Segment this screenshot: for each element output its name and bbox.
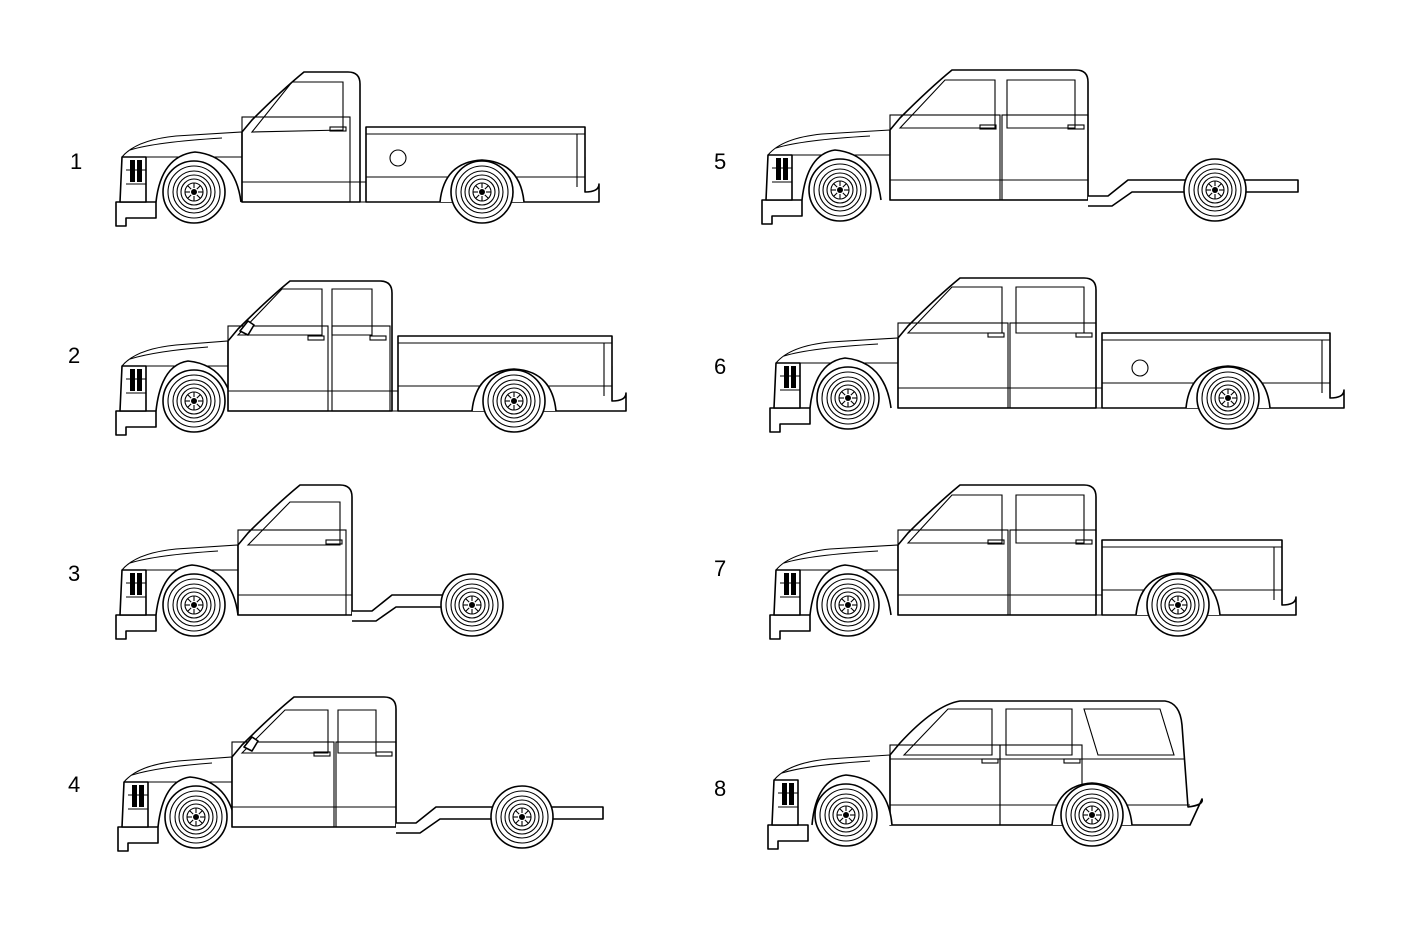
vehicle-8-front-wheel: [814, 783, 878, 847]
vehicle-6-front-wheel: [816, 366, 880, 430]
vehicle-1-front-wheel: [162, 160, 226, 224]
vehicle-3-front-wheel: [162, 573, 226, 637]
vehicle-5-front-wheel: [808, 158, 872, 222]
vehicle-number-3: 3: [68, 561, 81, 586]
vehicle-1-rear-wheel: [450, 160, 514, 224]
vehicle-7-rear-wheel: [1146, 573, 1210, 637]
vehicle-number-7: 7: [714, 556, 727, 581]
vehicle-2: [115, 280, 627, 436]
vehicle-2-rear-wheel: [482, 369, 546, 433]
vehicle-number-2: 2: [68, 343, 81, 368]
vehicle-2-front-wheel: [162, 369, 226, 433]
vehicle-6: [769, 277, 1345, 433]
vehicle-3: [115, 484, 504, 640]
vehicle-3-rear-wheel: [440, 573, 504, 637]
vehicle-4-front-wheel: [164, 785, 228, 849]
vehicle-number-8: 8: [714, 776, 727, 801]
vehicle-7: [769, 484, 1297, 640]
vehicle-8: [767, 700, 1204, 850]
vehicle-5: [761, 69, 1299, 225]
vehicle-8-rear-wheel: [1060, 783, 1124, 847]
vehicle-4: [117, 696, 604, 852]
vehicle-number-5: 5: [714, 149, 727, 174]
vehicle-1: [115, 71, 600, 227]
vehicle-5-rear-wheel: [1183, 158, 1247, 222]
vehicle-number-1: 1: [70, 149, 83, 174]
vehicle-4-rear-wheel: [490, 785, 554, 849]
vehicle-7-front-wheel: [816, 573, 880, 637]
vehicle-number-6: 6: [714, 354, 727, 379]
vehicle-6-rear-wheel: [1196, 366, 1260, 430]
vehicle-number-4: 4: [68, 772, 81, 797]
